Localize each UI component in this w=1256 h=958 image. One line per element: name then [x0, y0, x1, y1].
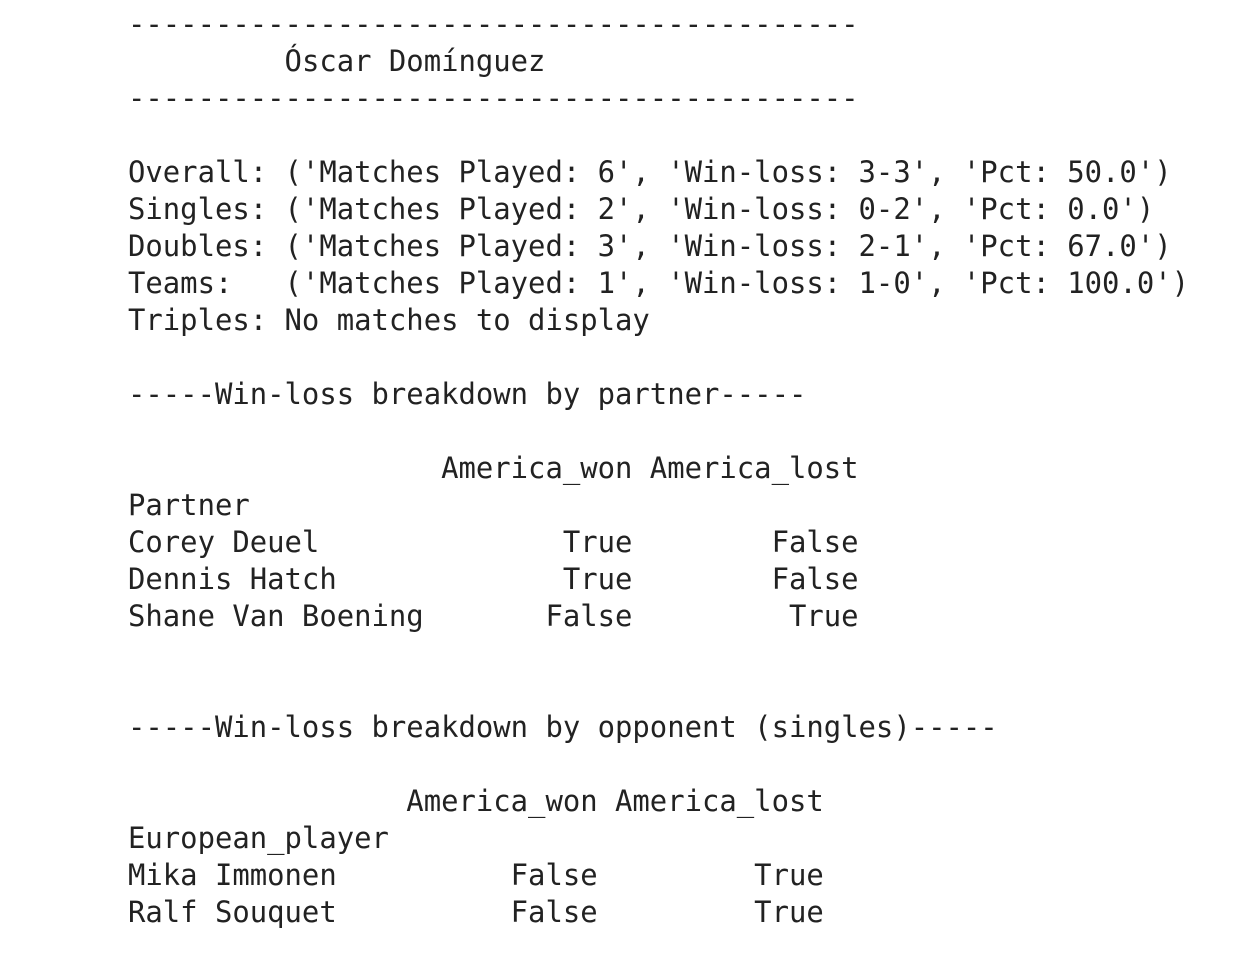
stats-overall: Overall: ('Matches Played: 6', 'Win-loss… — [128, 155, 1172, 189]
table-cell-lost: False — [632, 525, 859, 559]
table-cell-won: False — [423, 599, 633, 633]
blank-line — [128, 413, 1189, 450]
player-name-line: Óscar Domínguez — [128, 43, 1189, 80]
player-name: Óscar Domínguez — [284, 44, 546, 78]
blank-line — [128, 635, 1189, 672]
table-cell-won: False — [388, 895, 598, 929]
table-row: Mika Immonen False True — [128, 857, 1189, 894]
table-header-row: America_won America_lost — [128, 451, 859, 485]
stats-doubles: Doubles: ('Matches Played: 3', 'Win-loss… — [128, 229, 1172, 263]
table-cell-won: True — [423, 525, 633, 559]
table-row-name: Corey Deuel — [128, 525, 424, 559]
table-row-name: Dennis Hatch — [128, 562, 424, 596]
table-cell-lost: True — [632, 599, 859, 633]
player-name-indent — [128, 44, 285, 78]
table-cell-lost: True — [597, 858, 824, 892]
table-row-name: Ralf Souquet — [128, 895, 389, 929]
blank-line — [128, 672, 1189, 709]
blank-line — [128, 117, 1189, 154]
blank-line — [128, 746, 1189, 783]
console-output: ----------------------------------------… — [128, 6, 1189, 931]
blank-line — [128, 339, 1189, 376]
opponent-section-heading: -----Win-loss breakdown by opponent (sin… — [128, 710, 998, 744]
table-header-row: America_won America_lost — [128, 784, 824, 818]
table-row: Dennis Hatch True False — [128, 561, 1189, 598]
table-row: Shane Van Boening False True — [128, 598, 1189, 635]
partner-section-heading: -----Win-loss breakdown by partner----- — [128, 377, 807, 411]
table-index-name: European_player — [128, 821, 389, 855]
table-cell-won: False — [388, 858, 598, 892]
table-row: Corey Deuel True False — [128, 524, 1189, 561]
table-index-name: Partner — [128, 488, 250, 522]
rule-top: ----------------------------------------… — [128, 7, 859, 41]
table-row-name: Shane Van Boening — [128, 599, 424, 633]
stats-triples: Triples: No matches to display — [128, 303, 650, 337]
table-cell-won: True — [423, 562, 633, 596]
rule-bottom: ----------------------------------------… — [128, 81, 859, 115]
table-row: Ralf Souquet False True — [128, 894, 1189, 931]
stats-singles: Singles: ('Matches Played: 2', 'Win-loss… — [128, 192, 1155, 226]
table-row-name: Mika Immonen — [128, 858, 389, 892]
table-cell-lost: False — [632, 562, 859, 596]
table-cell-lost: True — [597, 895, 824, 929]
stats-teams: Teams: ('Matches Played: 1', 'Win-loss: … — [128, 266, 1190, 300]
